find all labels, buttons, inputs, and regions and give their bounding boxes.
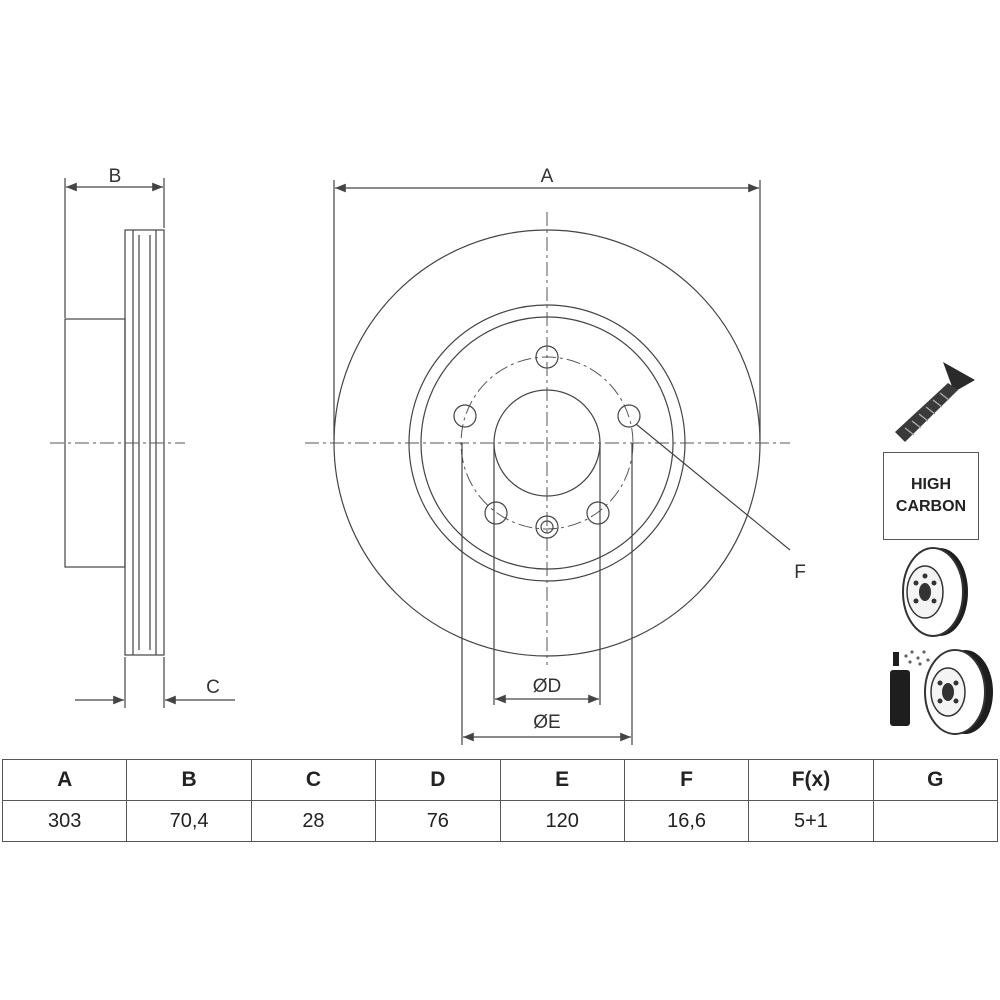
label-a: A [541,166,554,187]
header-d: D [375,759,501,801]
header-c: C [250,759,377,801]
label-b: B [109,166,122,187]
header-a: A [1,759,128,801]
badge-line-2: CARBON [895,498,967,515]
spray-disc-icon [890,649,993,735]
label-d: ØD [533,676,562,697]
value-a: 303 [1,800,128,842]
label-e: ØE [533,712,560,733]
value-c: 28 [250,800,377,842]
value-b: 70,4 [126,800,252,842]
label-f: F [794,562,806,583]
front-view: A F ØD ØE [305,166,806,745]
header-f: F [623,759,750,801]
table-header-row: A B C D E F F(x) G [1,759,999,801]
high-carbon-badge: HIGH CARBON [883,452,979,540]
value-fx: 5+1 [748,800,874,842]
header-g: G [872,759,999,801]
value-d: 76 [375,800,501,842]
side-view: B C [50,166,235,708]
technical-drawing: B C A F [50,166,993,745]
value-e: 120 [499,800,625,842]
header-e: E [499,759,625,801]
header-fx: F(x) [748,759,874,801]
header-b: B [126,759,252,801]
value-g [872,800,999,842]
coated-disc-icon [902,547,968,637]
badge-line-1: HIGH [911,476,951,493]
table-row: 303 70,4 28 76 120 16,6 5+1 [1,800,999,842]
screw-icon [895,362,975,442]
label-c: C [206,677,220,698]
spec-table: A B C D E F F(x) G 303 70,4 28 76 120 16… [1,759,999,842]
value-f: 16,6 [623,800,750,842]
